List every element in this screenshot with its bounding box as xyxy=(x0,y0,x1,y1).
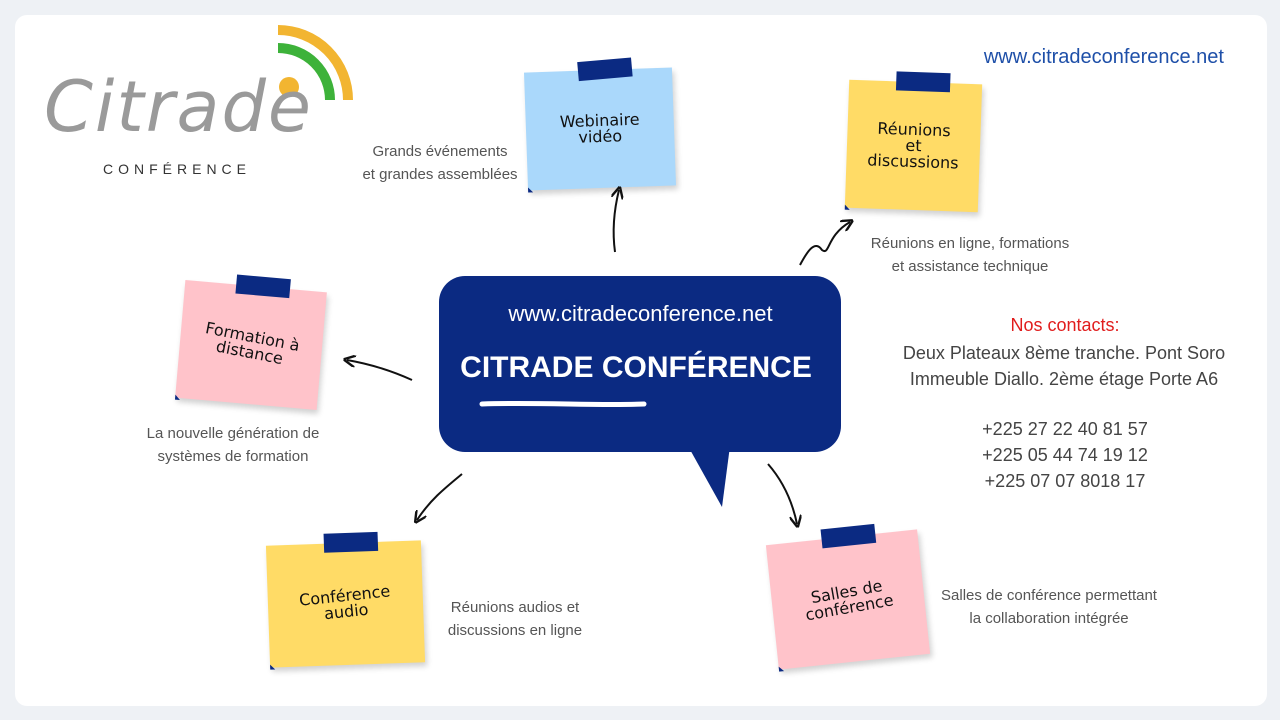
contacts-title: Nos contacts: xyxy=(1010,315,1120,335)
arrow-down-right xyxy=(767,463,797,524)
signal-icon xyxy=(277,25,353,101)
desc-salles: Salles de conférence permettant la colla… xyxy=(941,587,1157,627)
phone-number[interactable]: +225 05 44 74 19 12 xyxy=(982,445,1148,465)
phone-number[interactable]: +225 27 22 40 81 57 xyxy=(982,419,1148,439)
desc-reunions: Réunions en ligne, formations et assista… xyxy=(870,235,1070,275)
arrow-down-left xyxy=(417,473,463,520)
address-line: Deux Plateaux 8ème tranche. Pont Soro xyxy=(902,343,1226,363)
center-title: CITRADE CONFÉRENCE xyxy=(460,351,812,384)
logo-wordmark: Citrade xyxy=(44,66,313,148)
address-line: Immeuble Diallo. 2ème étage Porte A6 xyxy=(909,369,1219,389)
desc-audio: Réunions audios et discussions en ligne xyxy=(447,599,583,639)
logo-dot-icon xyxy=(279,77,299,97)
arrow-up-right xyxy=(799,222,850,266)
desc-formation: La nouvelle génération de systèmes de fo… xyxy=(146,425,320,465)
website-link[interactable]: www.citradeconference.net xyxy=(983,46,1224,68)
contacts-phones: +225 27 22 40 81 57 +225 05 44 74 19 12 … xyxy=(950,416,1180,494)
center-url[interactable]: www.citradeconference.net xyxy=(508,301,773,326)
contacts-address: Deux Plateaux 8ème tranche. Pont Soro Im… xyxy=(864,340,1264,392)
phone-number[interactable]: +225 07 07 8018 17 xyxy=(984,471,1146,491)
arrow-left xyxy=(347,360,413,381)
center-bubble xyxy=(439,276,841,507)
desc-webinaire: Grands événements et grandes assemblées xyxy=(362,143,518,183)
arrow-up xyxy=(614,190,619,253)
logo-subtitle: CONFÉRENCE xyxy=(103,161,252,177)
